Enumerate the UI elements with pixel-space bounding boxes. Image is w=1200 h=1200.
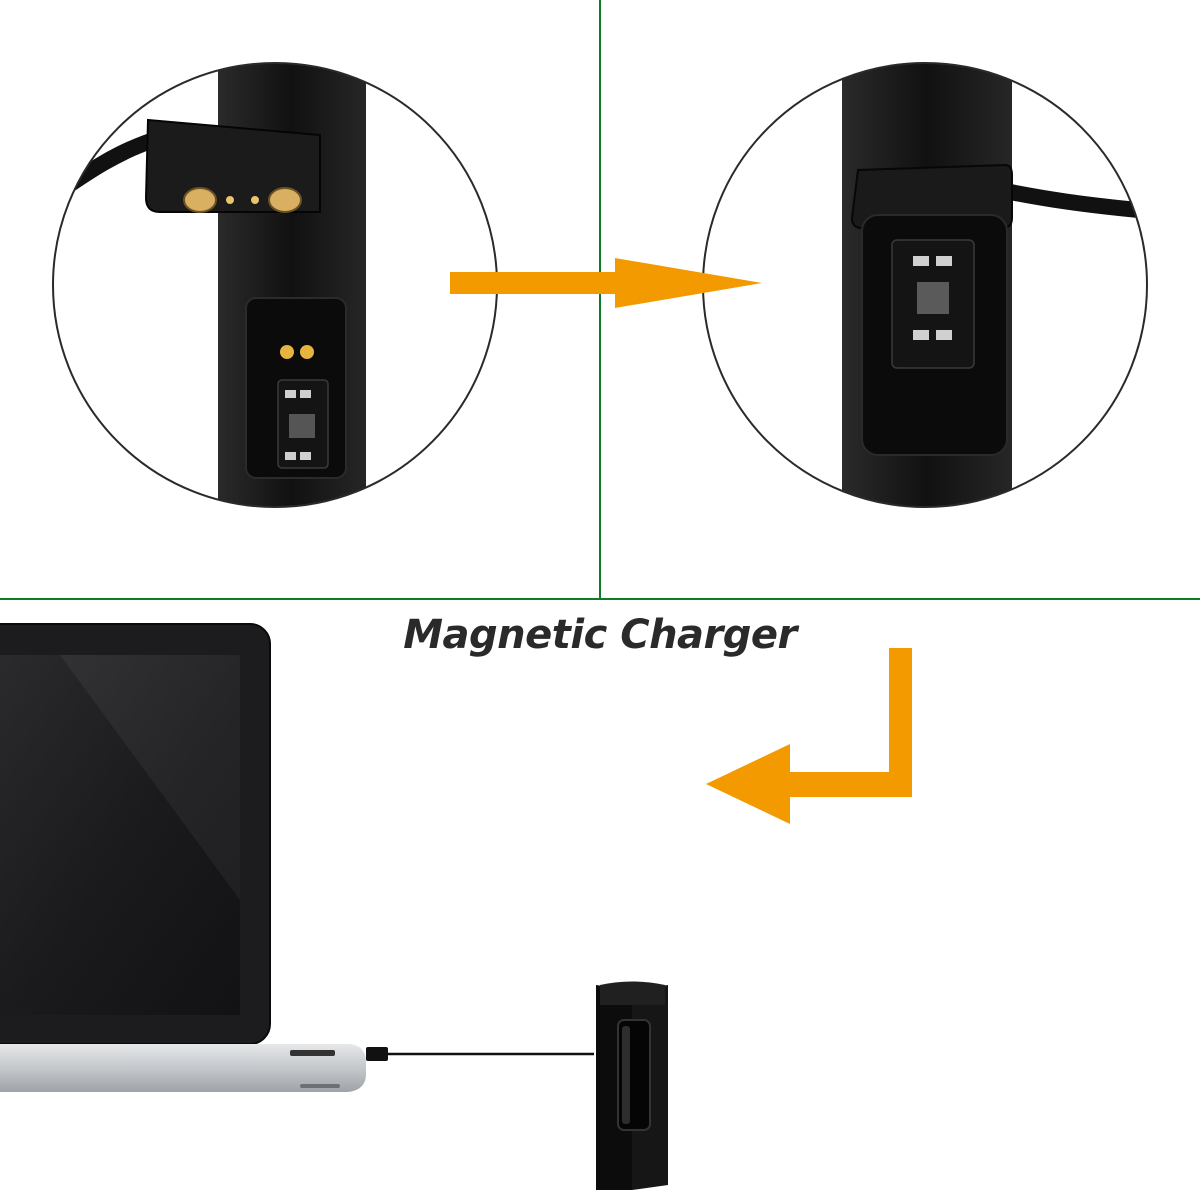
laptop-usb-port bbox=[290, 1050, 335, 1056]
left-charger-pin bbox=[251, 196, 259, 204]
left-contact-dot bbox=[300, 345, 314, 359]
arrow-elbow bbox=[706, 648, 912, 824]
left-contact-dot bbox=[280, 345, 294, 359]
left-charger-pin bbox=[183, 187, 217, 213]
usb-plug bbox=[366, 1047, 388, 1061]
arrow-right bbox=[450, 258, 762, 308]
left-charger-pin bbox=[268, 187, 302, 213]
left-charger-pin bbox=[226, 196, 234, 204]
left-detail-circle bbox=[52, 62, 498, 508]
band-strap-top bbox=[600, 981, 665, 1005]
right-cable bbox=[992, 182, 1147, 220]
fitness-band bbox=[596, 981, 668, 1190]
right-detail-circle bbox=[702, 62, 1148, 508]
right-charger-clip bbox=[850, 163, 1013, 229]
laptop-screen bbox=[0, 655, 240, 1015]
caption-title: Magnetic Charger bbox=[403, 612, 797, 658]
laptop bbox=[0, 623, 366, 1092]
laptop-base bbox=[0, 1044, 366, 1092]
